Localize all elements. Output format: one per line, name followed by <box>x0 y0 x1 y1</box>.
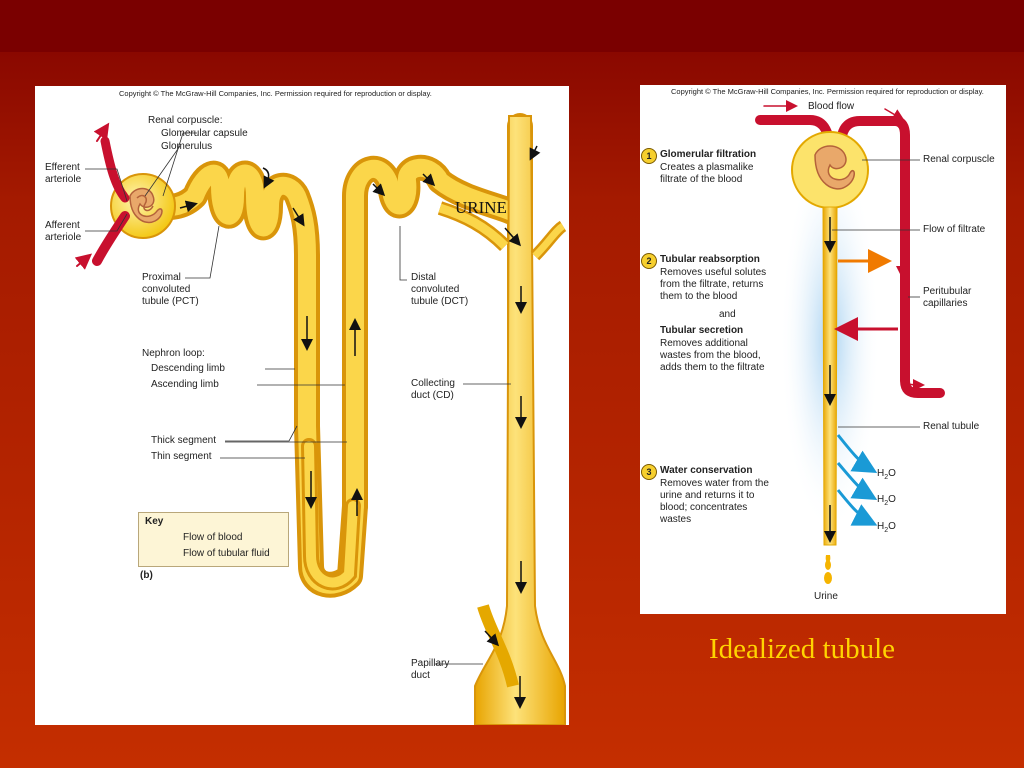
key-flow-of-tubular-fluid: Flow of tubular fluid <box>183 548 270 559</box>
step-1-text: Creates a plasmalike filtrate of the blo… <box>660 162 754 185</box>
label-flow-of-filtrate: Flow of filtrate <box>923 224 986 235</box>
step-3-badge: 3 <box>641 464 657 480</box>
label-glomerulus: Glomerulus <box>161 141 213 152</box>
nephron-diagram-panel: Copyright © The McGraw-Hill Companies, I… <box>35 86 569 725</box>
copyright-notice: Copyright © The McGraw-Hill Companies, I… <box>119 89 432 98</box>
secretion-text: Removes additional wastes from the blood… <box>660 338 765 373</box>
copyright-notice-right: Copyright © The McGraw-Hill Companies, I… <box>671 87 984 96</box>
water-label-3: H2O <box>877 521 896 534</box>
tubule-illustration <box>755 100 945 584</box>
label-blood-flow: Blood flow <box>808 101 855 112</box>
step-1-title: Glomerular filtration <box>660 149 757 160</box>
legend-key: Key Flow of blood Flow of tubular fluid <box>138 512 289 567</box>
key-title: Key <box>145 516 164 527</box>
key-flow-of-blood: Flow of blood <box>183 532 243 543</box>
label-and: and <box>719 309 736 320</box>
right-leader-lines <box>832 159 920 428</box>
step-3-title: Water conservation <box>660 465 753 476</box>
label-thick-segment: Thick segment <box>151 435 217 446</box>
label-nephron-loop: Nephron loop: <box>142 348 205 359</box>
leader-lines <box>85 132 511 665</box>
label-efferent-arteriole: Efferent arteriole <box>45 162 82 185</box>
slide-caption: Idealized tubule <box>709 633 895 665</box>
secretion-title: Tubular secretion <box>660 325 744 336</box>
nephron-illustration <box>74 113 567 725</box>
right-renal-corpuscle <box>791 131 869 209</box>
idealized-tubule-panel: Copyright © The McGraw-Hill Companies, I… <box>640 85 1006 614</box>
water-label-1: H2O <box>877 468 896 481</box>
tubular-fluid-arrows <box>179 145 541 709</box>
label-papillary-duct: Papillary duct <box>411 658 450 681</box>
label-right-renal-corpuscle: Renal corpuscle <box>923 154 995 165</box>
step-2-badge: 2 <box>641 253 657 269</box>
title-band <box>0 0 1024 52</box>
label-peritubular-capillaries: Peritubular capillaries <box>923 286 972 309</box>
thin-segment <box>301 438 361 591</box>
step-2-text: Removes useful solutes from the filtrate… <box>660 267 767 302</box>
label-renal-tubule: Renal tubule <box>923 421 980 432</box>
step-2-title: Tubular reabsorption <box>660 254 760 265</box>
water-label-2: H2O <box>877 494 896 507</box>
label-renal-corpuscle: Renal corpuscle: <box>148 115 223 126</box>
label-thin-segment: Thin segment <box>151 451 212 462</box>
urine-overlay-label: URINE <box>455 198 507 217</box>
figure-label-b: (b) <box>140 570 153 581</box>
label-pct: Proximal convoluted tubule (PCT) <box>142 272 199 307</box>
label-dct: Distal convoluted tubule (DCT) <box>411 272 469 307</box>
label-urine: Urine <box>814 591 838 602</box>
water-arrows <box>836 434 878 526</box>
arterioles <box>74 122 130 270</box>
label-glomerular-capsule: Glomerular capsule <box>161 128 248 139</box>
step-3-text: Removes water from the urine and returns… <box>660 478 769 525</box>
step-1-badge: 1 <box>641 148 657 164</box>
label-ascending-limb: Ascending limb <box>151 379 219 390</box>
label-descending-limb: Descending limb <box>151 363 225 374</box>
label-afferent-arteriole: Afferent arteriole <box>45 220 82 243</box>
label-collecting-duct: Collecting duct (CD) <box>411 378 455 401</box>
